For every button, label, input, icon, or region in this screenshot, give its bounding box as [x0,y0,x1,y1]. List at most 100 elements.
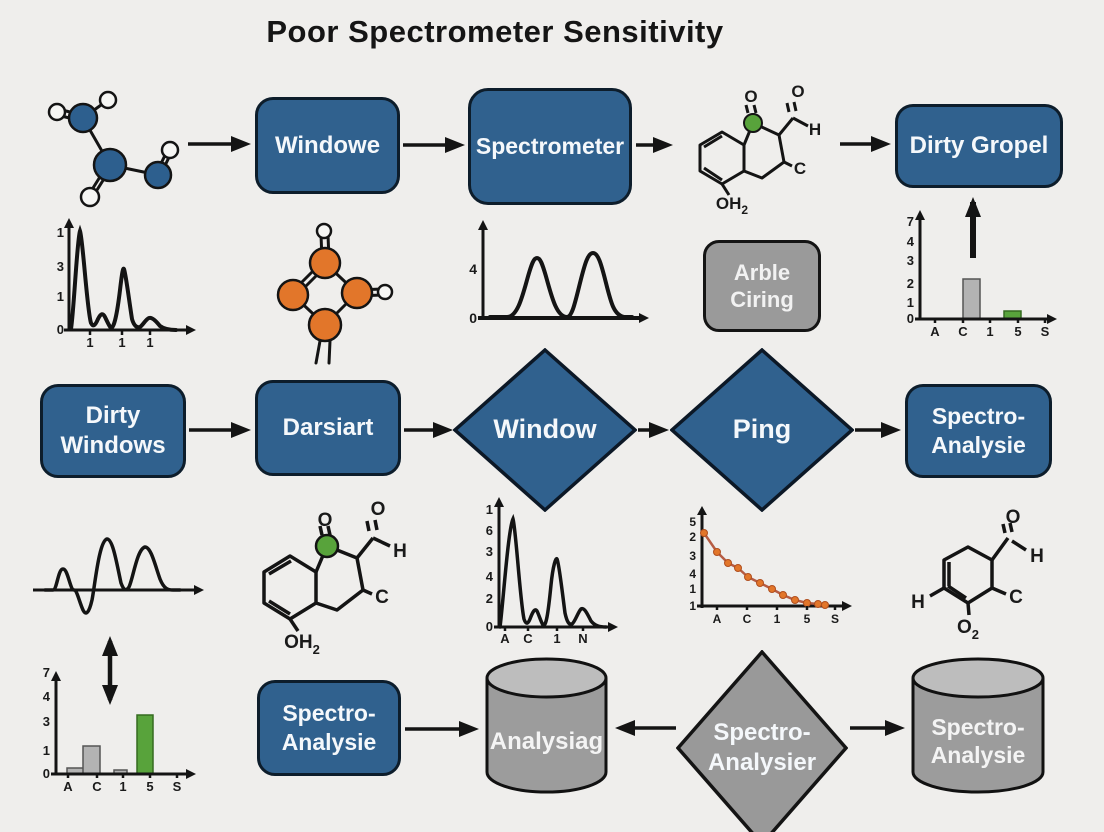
blue-molecule [47,90,180,208]
node-spectro-analysie-database: Spectro- Analysie [910,656,1046,798]
ytick: 1 [57,225,64,240]
node-analysiag-database: Analysiag [484,656,609,798]
bar-c [962,278,981,320]
label-o-aldehyde: O [371,499,386,520]
label-c: C [794,159,806,178]
label-c: C [375,587,389,608]
node-spectrometer-label: Spectrometer [475,133,625,160]
xtick: 1 [553,631,560,645]
node-window-label: Window [493,414,597,445]
xtick: C [92,779,102,794]
ytick: 4 [43,689,51,704]
xtick: 1 [118,335,125,350]
bar-c [82,745,101,775]
chart-bars-bottom-left: 7 4 3 1 0 A C 1 5 S [43,665,196,794]
label-o-ketone: O [744,87,757,106]
node-darsiart-label: Darsiart [282,414,374,441]
node-spectro-bottom-line2: Analysie [281,729,377,755]
xtick: C [523,631,533,645]
xtick: 5 [804,612,811,626]
node-darsiart: Darsiart [255,380,401,476]
node-arble-line1: Arble [733,259,791,285]
node-spectro-bottom-line1: Spectro- [282,700,376,727]
label-h-right: H [1030,546,1044,567]
node-spectro-analysier-diamond: Spectro- Analysier [675,649,849,832]
label-h-left: H [911,592,925,613]
ytick: 1 [57,289,64,304]
node-dirty-gropel: Dirty Gropel [895,104,1063,188]
node-ping-diamond: Ping [669,347,855,513]
ytick: 3 [43,714,50,729]
xtick: A [63,779,73,794]
node-window-diamond: Window [452,347,638,513]
ytick: 1 [689,582,696,596]
xtick: S [1041,324,1050,339]
node-arble-ciring: Arble Ciring [703,240,821,332]
label-h: H [393,541,407,562]
ytick: 5 [689,515,696,529]
ytick: 1 [486,502,493,517]
green-atom [743,113,763,133]
node-analysiag-label: Analysiag [489,727,604,755]
node-spectro-db-line1: Spectro- [931,714,1025,741]
chemical-structure-top: O O H C OH2 [698,82,821,217]
xtick: A [500,631,510,645]
ytick: 6 [486,523,493,538]
ytick: 0 [469,310,477,326]
label-c: C [1009,587,1023,608]
label-oh2: OH2 [716,194,749,217]
label-h: H [809,120,821,139]
xtick: S [173,779,182,794]
node-spectro-analysie-bottom: Spectro- Analysie [257,680,401,776]
green-atom [314,533,340,559]
chart-decay-scatter: 5 2 3 4 1 1 A C 1 5 S [689,506,852,626]
node-dirty-windows-line2: Windows [60,432,166,459]
label-o-aldehyde: O [791,82,804,101]
ytick: 3 [689,549,696,563]
orange-molecule [276,222,394,365]
label-o-ketone: O [318,510,333,531]
ytick: 1 [43,743,50,758]
xtick: 1 [119,779,126,794]
xtick: 5 [1014,324,1021,339]
ytick: 0 [57,322,64,337]
chemical-structure-right: O H H C O2 [911,507,1044,642]
ytick: 4 [469,261,477,277]
xtick: 1 [146,335,153,350]
xtick: 1 [986,324,993,339]
node-spectro-mid-line2: Analysie [931,432,1026,458]
node-dirty-gropel-label: Dirty Gropel [909,132,1049,159]
chemical-structure-mid: O O H C OH2 [262,499,407,657]
ytick: 0 [43,766,50,781]
ytick: 3 [57,259,64,274]
ytick: 7 [907,214,914,229]
chart-bars-top-right: 7 4 3 2 1 0 A C 1 5 S [907,210,1057,339]
ytick: 2 [907,276,914,291]
node-windowe: Windowe [255,97,400,194]
ytick: 4 [689,567,696,581]
ytick: 3 [907,253,914,268]
node-arble-line2: Ciring [730,287,794,312]
ytick: 0 [486,619,493,634]
chart-spectrum-top-left: 1 3 1 0 1 1 1 [57,218,196,350]
node-ping-label: Ping [732,414,792,445]
node-windowe-label: Windowe [274,131,381,159]
node-spectro-db-line2: Analysie [930,742,1026,768]
ytick: 0 [907,311,914,326]
chart-double-gaussian: 4 0 [469,220,649,326]
node-dirty-windows-line1: Dirty [85,402,141,429]
xtick: A [930,324,940,339]
xtick: 1 [774,612,781,626]
xtick: A [713,612,722,626]
ytick: 3 [486,544,493,559]
ytick: 7 [43,665,50,680]
xtick: S [831,612,839,626]
xtick: C [743,612,752,626]
label-o-aldehyde: O [1006,507,1021,528]
ytick: 1 [689,599,696,613]
xtick: 5 [146,779,153,794]
xtick: 1 [86,335,93,350]
ytick: 4 [486,569,494,584]
chart-spectrum-mid: 1 6 3 4 2 0 A C 1 N [486,497,618,645]
